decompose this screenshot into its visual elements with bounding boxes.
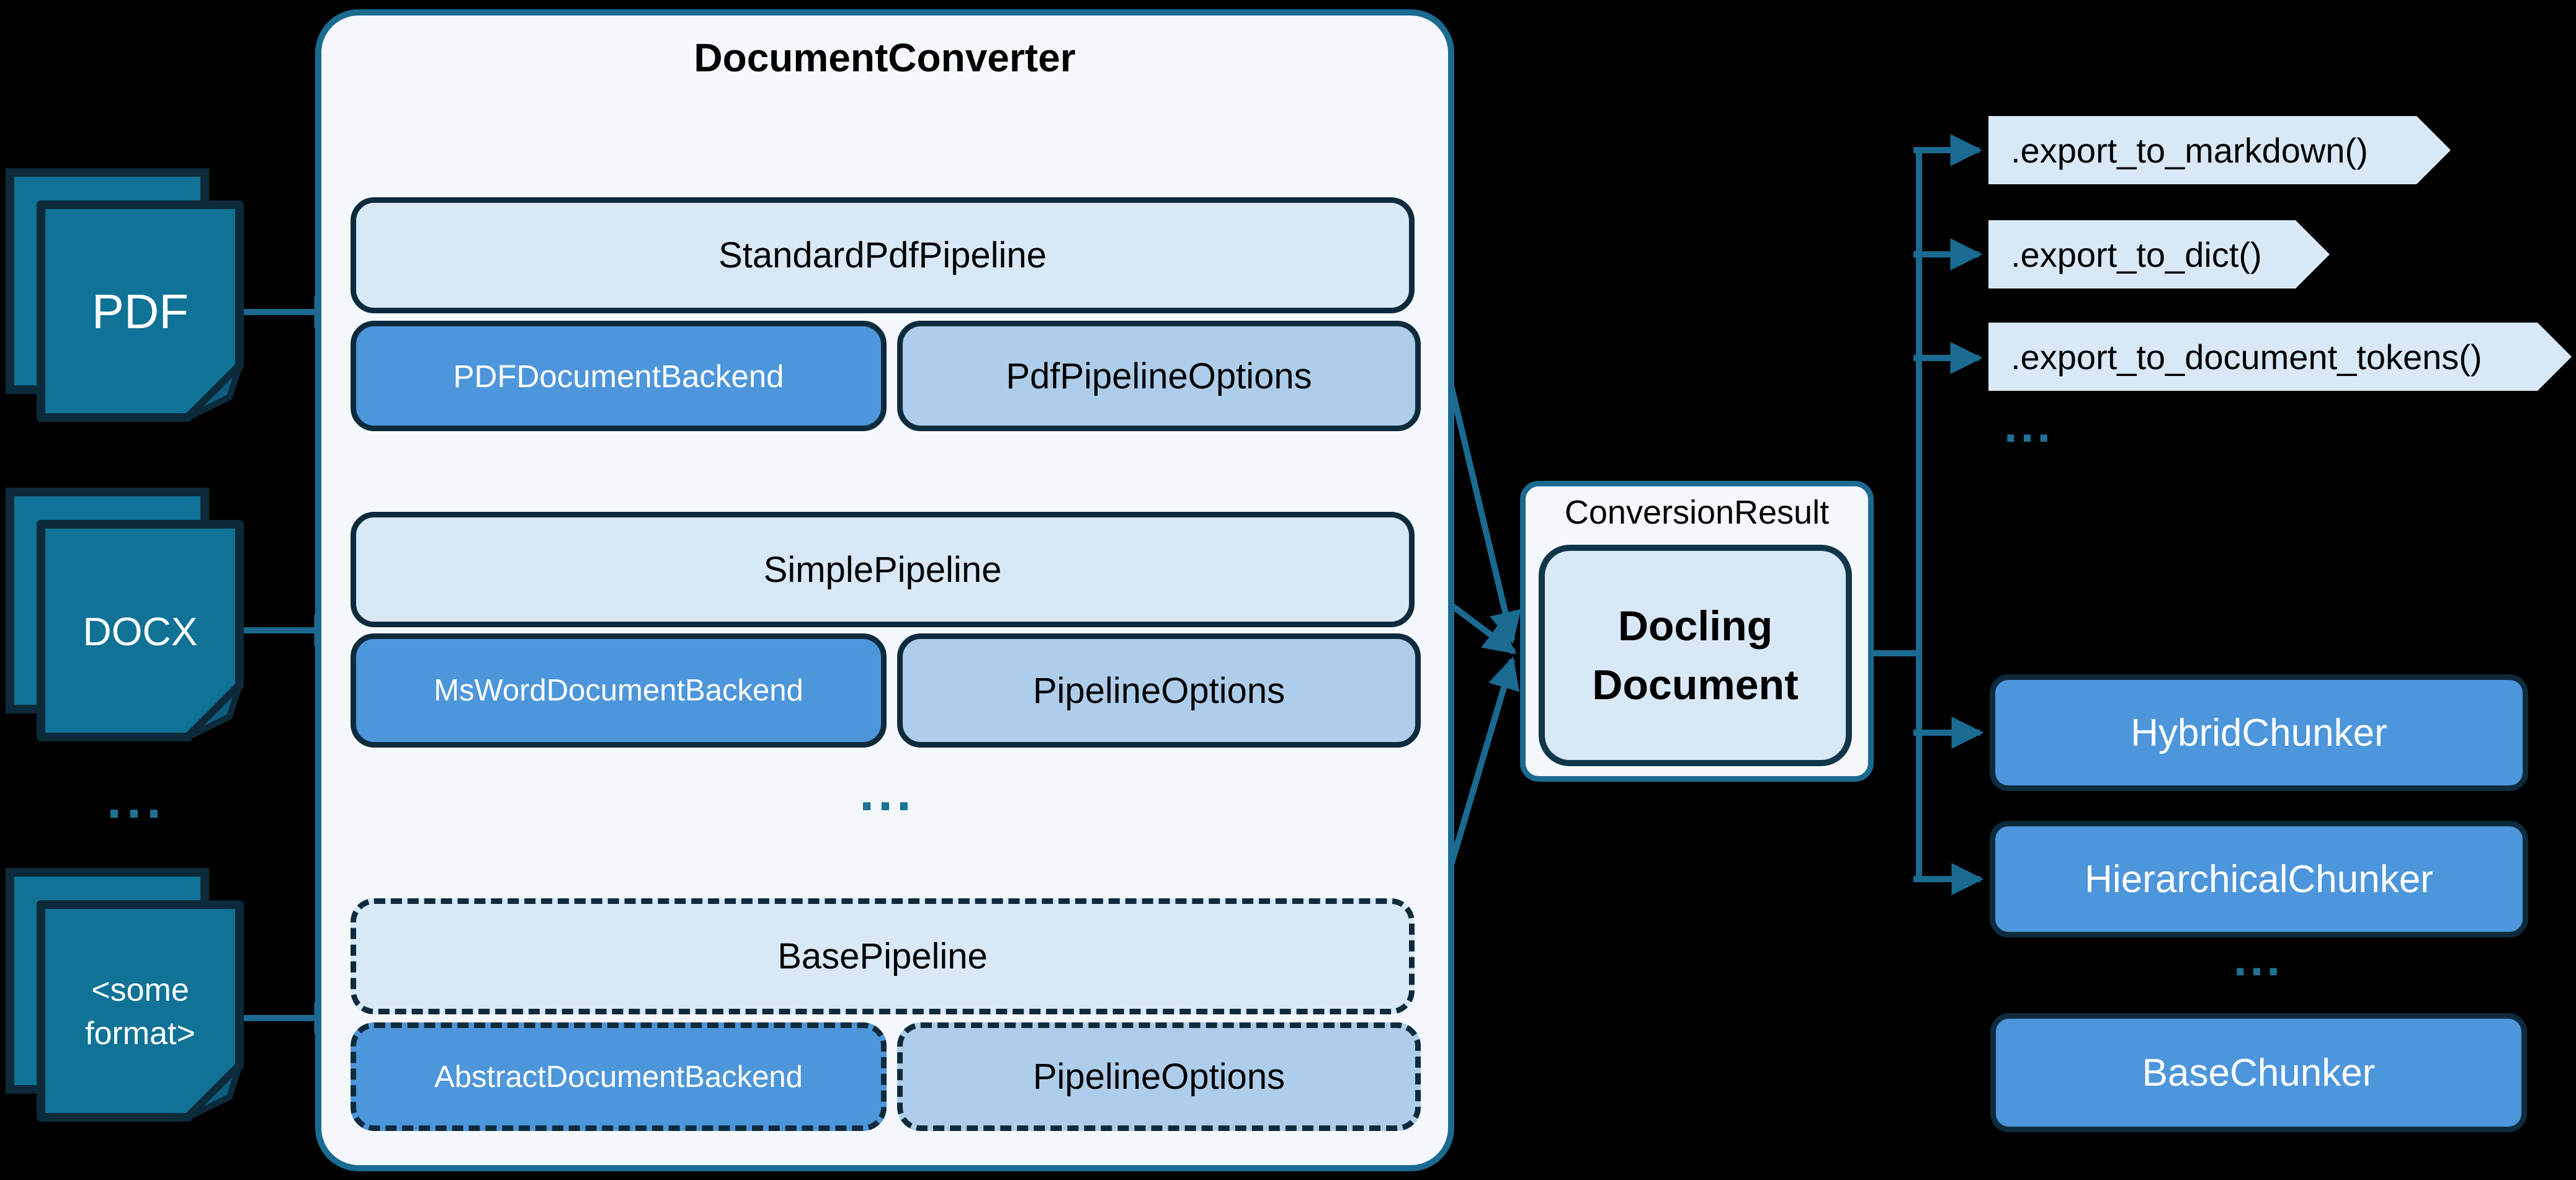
hybrid-chunker-box: HybridChunker: [1990, 674, 2528, 791]
base-chunker-box: BaseChunker: [1990, 1013, 2527, 1132]
converter-ellipsis: ...: [859, 762, 915, 822]
simple-pipeline-label: SimplePipeline: [763, 549, 1002, 590]
docling-document-line2: Document: [1592, 661, 1799, 708]
docx-document-icon: DOCX: [5, 487, 244, 741]
export-to-markdown-shape: .export_to_markdown(): [1988, 116, 2451, 184]
chunkers-ellipsis: ...: [2233, 931, 2283, 986]
docling-document-box: Docling Document: [1539, 545, 1852, 766]
inputs-ellipsis: ...: [107, 770, 166, 829]
base-pipeline-label: BasePipeline: [777, 936, 988, 977]
hierarchical-chunker-label: HierarchicalChunker: [2085, 857, 2433, 901]
export-to-dict-label: .export_to_dict(): [2011, 235, 2262, 274]
pdf-document-backend-box: PDFDocumentBackend: [351, 321, 887, 431]
export-to-dict-shape: .export_to_dict(): [1988, 220, 2330, 288]
exports-ellipsis: ...: [2003, 398, 2054, 452]
abstract-document-backend-label: AbstractDocumentBackend: [434, 1060, 803, 1094]
msword-document-backend-label: MsWordDocumentBackend: [434, 674, 803, 707]
base-pipeline-options-box: PipelineOptions: [897, 1022, 1421, 1131]
docling-document-line1: Docling: [1617, 602, 1773, 650]
abstract-document-backend-box: AbstractDocumentBackend: [351, 1022, 887, 1131]
document-converter-title: DocumentConverter: [694, 35, 1076, 80]
pdf-icon-label: PDF: [92, 284, 189, 339]
some-format-fold-corner: [185, 1063, 243, 1120]
docx-fold-corner: [185, 682, 243, 740]
pdf-pipeline-options-box: PdfPipelineOptions: [897, 321, 1421, 431]
pdf-document-backend-label: PDFDocumentBackend: [453, 358, 784, 394]
export-to-document-tokens-label: .export_to_document_tokens(): [2011, 337, 2482, 377]
standard-pdf-pipeline-label: StandardPdfPipeline: [718, 235, 1047, 275]
hybrid-chunker-label: HybridChunker: [2131, 711, 2387, 754]
base-pipeline-options-label: PipelineOptions: [1032, 1057, 1286, 1097]
export-to-markdown-label: .export_to_markdown(): [2011, 130, 2368, 170]
some-format-document-icon: <some format>: [5, 867, 244, 1122]
base-chunker-label: BaseChunker: [2142, 1051, 2376, 1094]
pdf-fold-corner: [185, 363, 243, 421]
pipeline-options-label: PipelineOptions: [1032, 670, 1286, 711]
hierarchical-chunker-box: HierarchicalChunker: [1990, 821, 2528, 937]
pdf-document-icon: PDF: [5, 168, 244, 422]
export-to-document-tokens-shape: .export_to_document_tokens(): [1988, 323, 2572, 391]
standard-pdf-pipeline-box: StandardPdfPipeline: [351, 197, 1415, 313]
msword-document-backend-box: MsWordDocumentBackend: [351, 633, 887, 748]
docx-icon-label: DOCX: [83, 609, 198, 654]
pdf-pipeline-options-label: PdfPipelineOptions: [1006, 355, 1312, 396]
conversion-result-label: ConversionResult: [1564, 494, 1830, 531]
simple-pipeline-box: SimplePipeline: [351, 512, 1415, 627]
base-pipeline-box: BasePipeline: [351, 898, 1415, 1014]
some-format-icon-label: <some format>: [85, 972, 195, 1052]
pipeline-options-box: PipelineOptions: [897, 633, 1421, 748]
